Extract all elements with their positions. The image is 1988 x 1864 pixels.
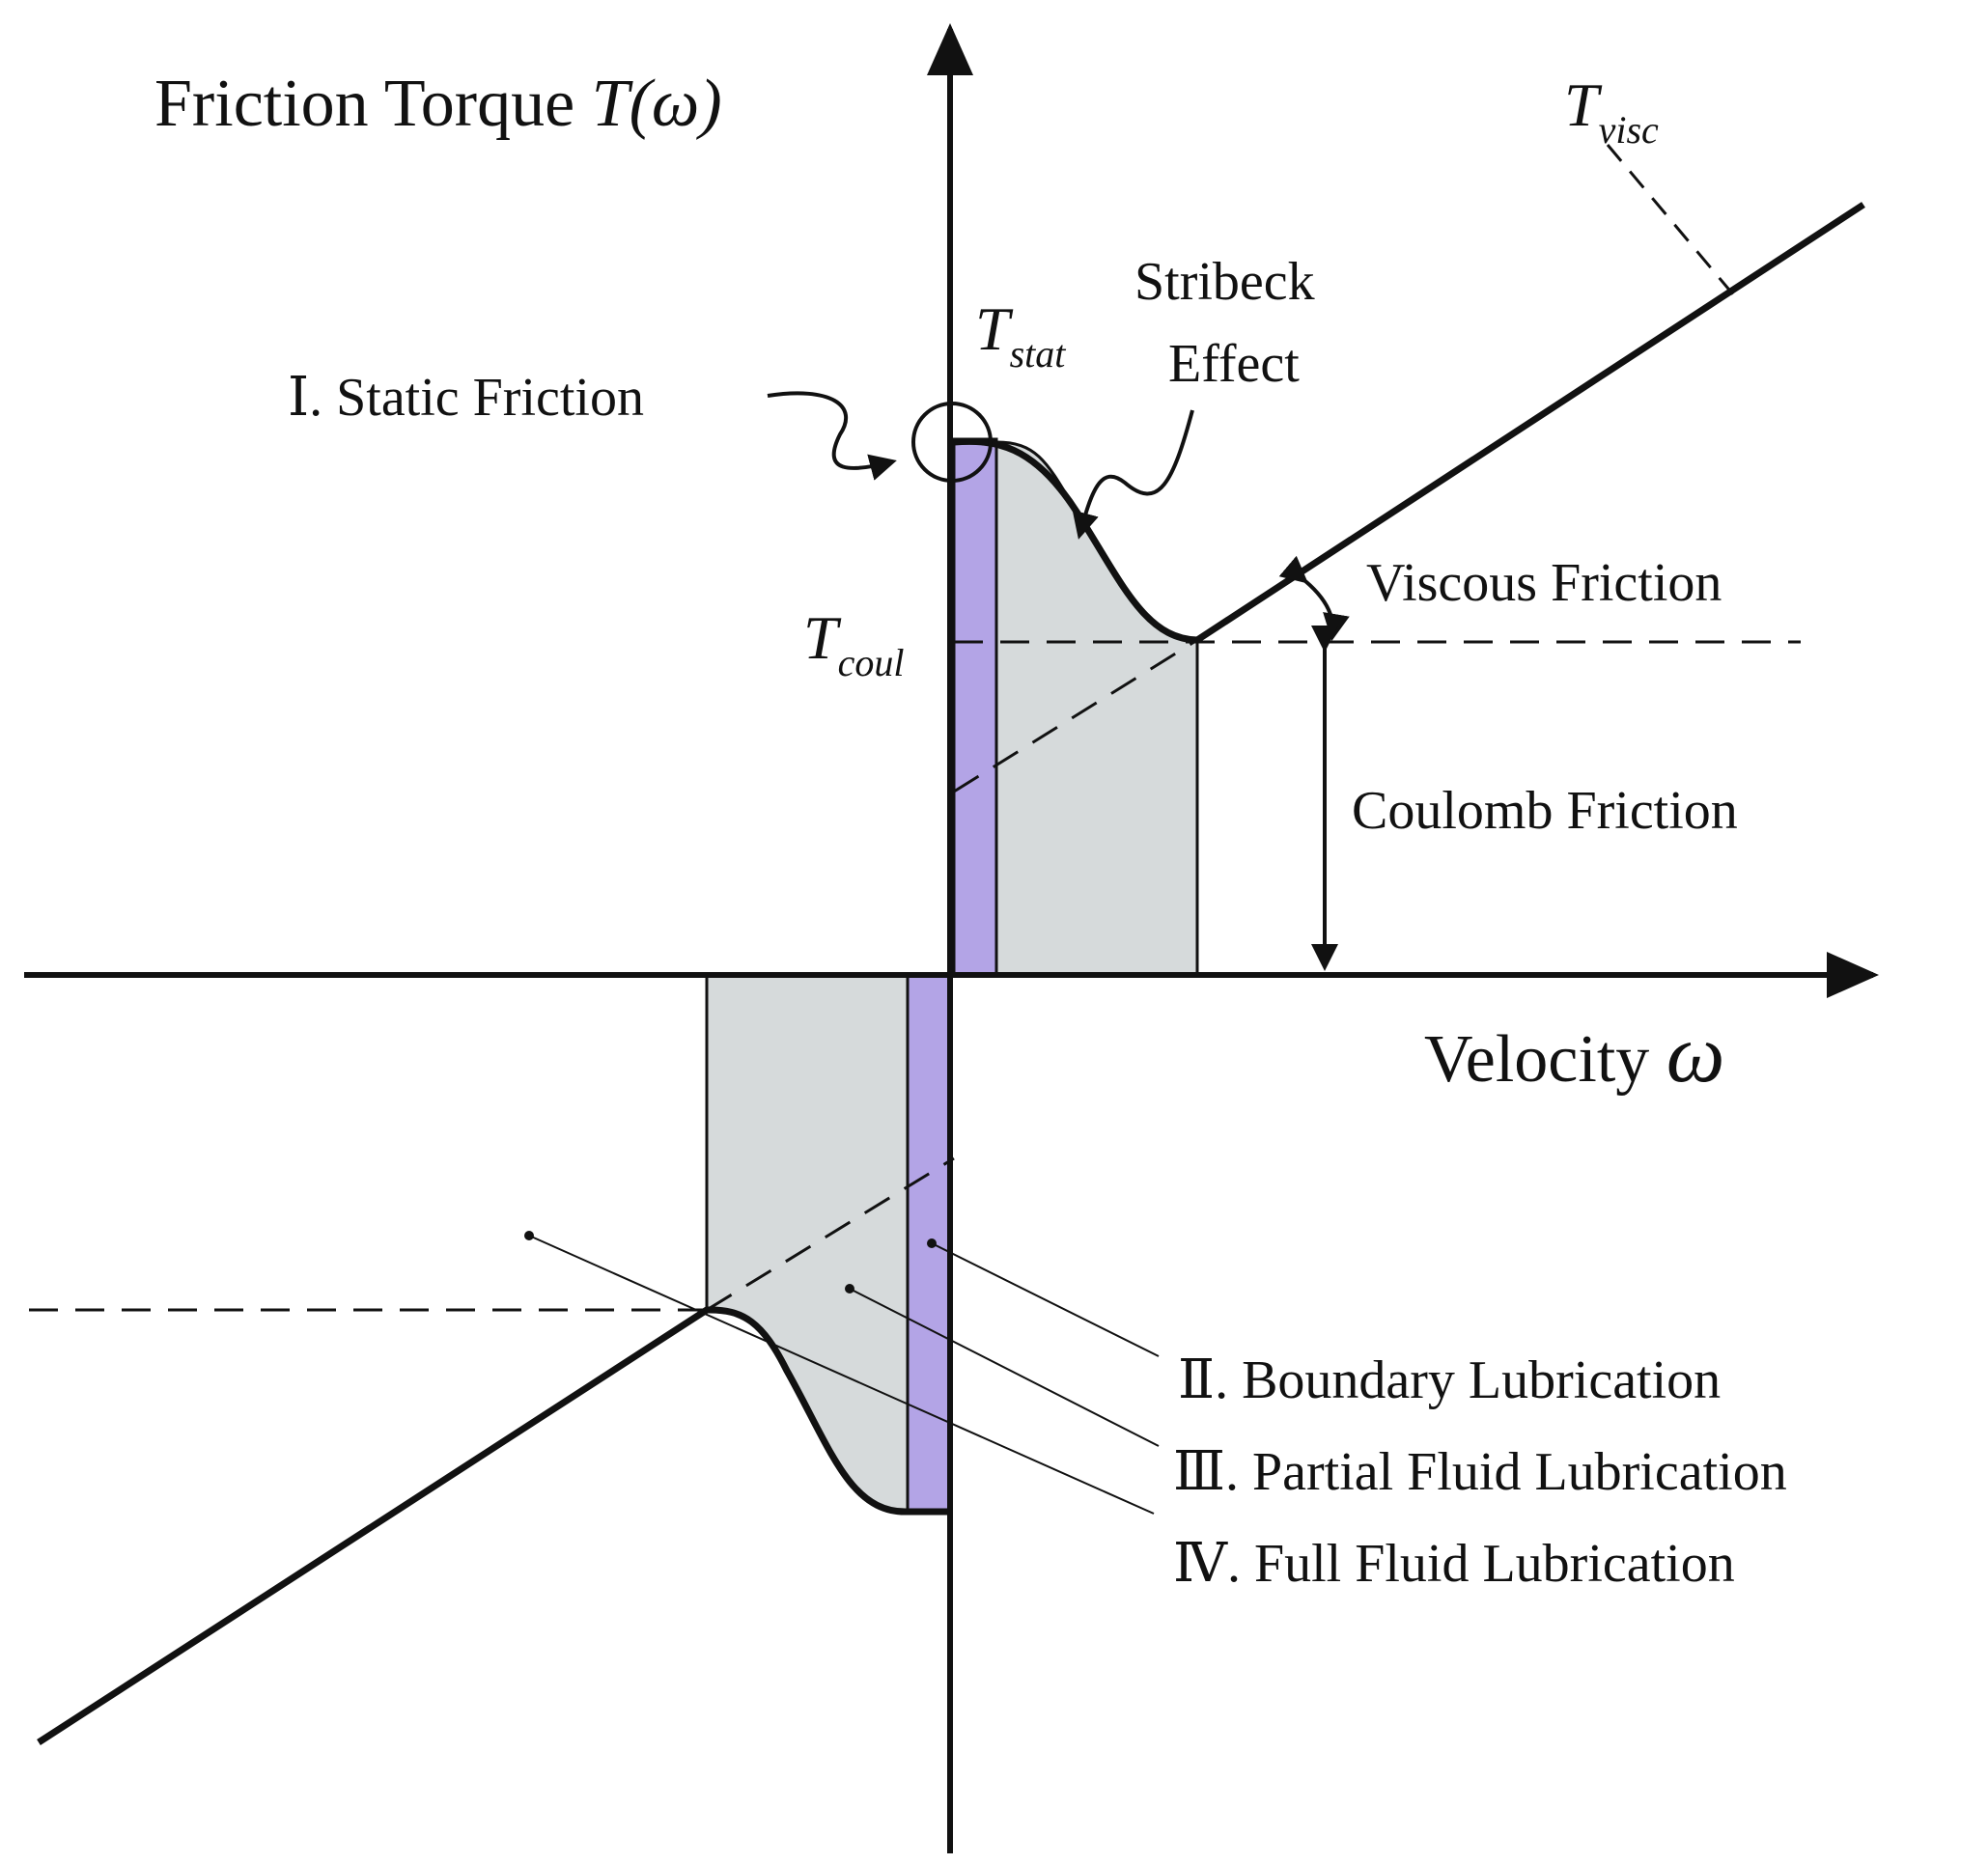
t-visc-symbol: Tvisc <box>1564 70 1659 152</box>
regime-label-boundary: Ⅱ. Boundary Lubrication <box>1178 1350 1721 1410</box>
fluid-region-positive <box>994 440 1199 977</box>
t-stat-symbol: Tstat <box>975 294 1066 376</box>
fluid-region-negative <box>705 973 910 1514</box>
regime-label-partial-fluid: Ⅲ. Partial Fluid Lubrication <box>1173 1442 1787 1502</box>
stribeck-effect-pointer <box>1072 409 1194 540</box>
viscous-angle-arc <box>1278 555 1350 641</box>
viscous-extension-dashed-negative <box>706 1156 955 1312</box>
leader-partial-fluid <box>849 1288 1160 1447</box>
coulomb-friction-label: Coulomb Friction <box>1352 781 1738 841</box>
viscous-extension-dashed-positive <box>953 638 1198 793</box>
leader-boundary <box>931 1242 1160 1357</box>
x-axis-label: Velocity ω <box>1424 1007 1725 1099</box>
leader-full-fluid <box>528 1235 1155 1515</box>
y-axis-label: Friction Torque T(ω) <box>154 67 722 141</box>
leader-dot-boundary <box>927 1238 937 1248</box>
static-friction-label: Ⅰ. Static Friction <box>288 368 644 428</box>
static-friction-circle <box>911 402 993 483</box>
leader-dot-partial-fluid <box>845 1284 854 1294</box>
regime-label-full-fluid: Ⅳ. Full Fluid Lubrication <box>1173 1534 1735 1594</box>
friction-curve-negative <box>37 1306 950 1745</box>
static-friction-pointer <box>767 391 897 481</box>
stribeck-label-line1: Stribeck <box>1134 252 1315 312</box>
regime-leader-dots <box>524 1231 937 1294</box>
leader-dot-full-fluid <box>524 1231 534 1240</box>
t-coul-symbol: Tcoul <box>803 603 904 684</box>
boundary-region-positive <box>952 437 998 977</box>
stribeck-label-line2: Effect <box>1168 334 1300 394</box>
t-visc-leader <box>1606 144 1735 295</box>
viscous-friction-label: Viscous Friction <box>1366 553 1722 613</box>
regime-leaders <box>528 1235 1160 1515</box>
